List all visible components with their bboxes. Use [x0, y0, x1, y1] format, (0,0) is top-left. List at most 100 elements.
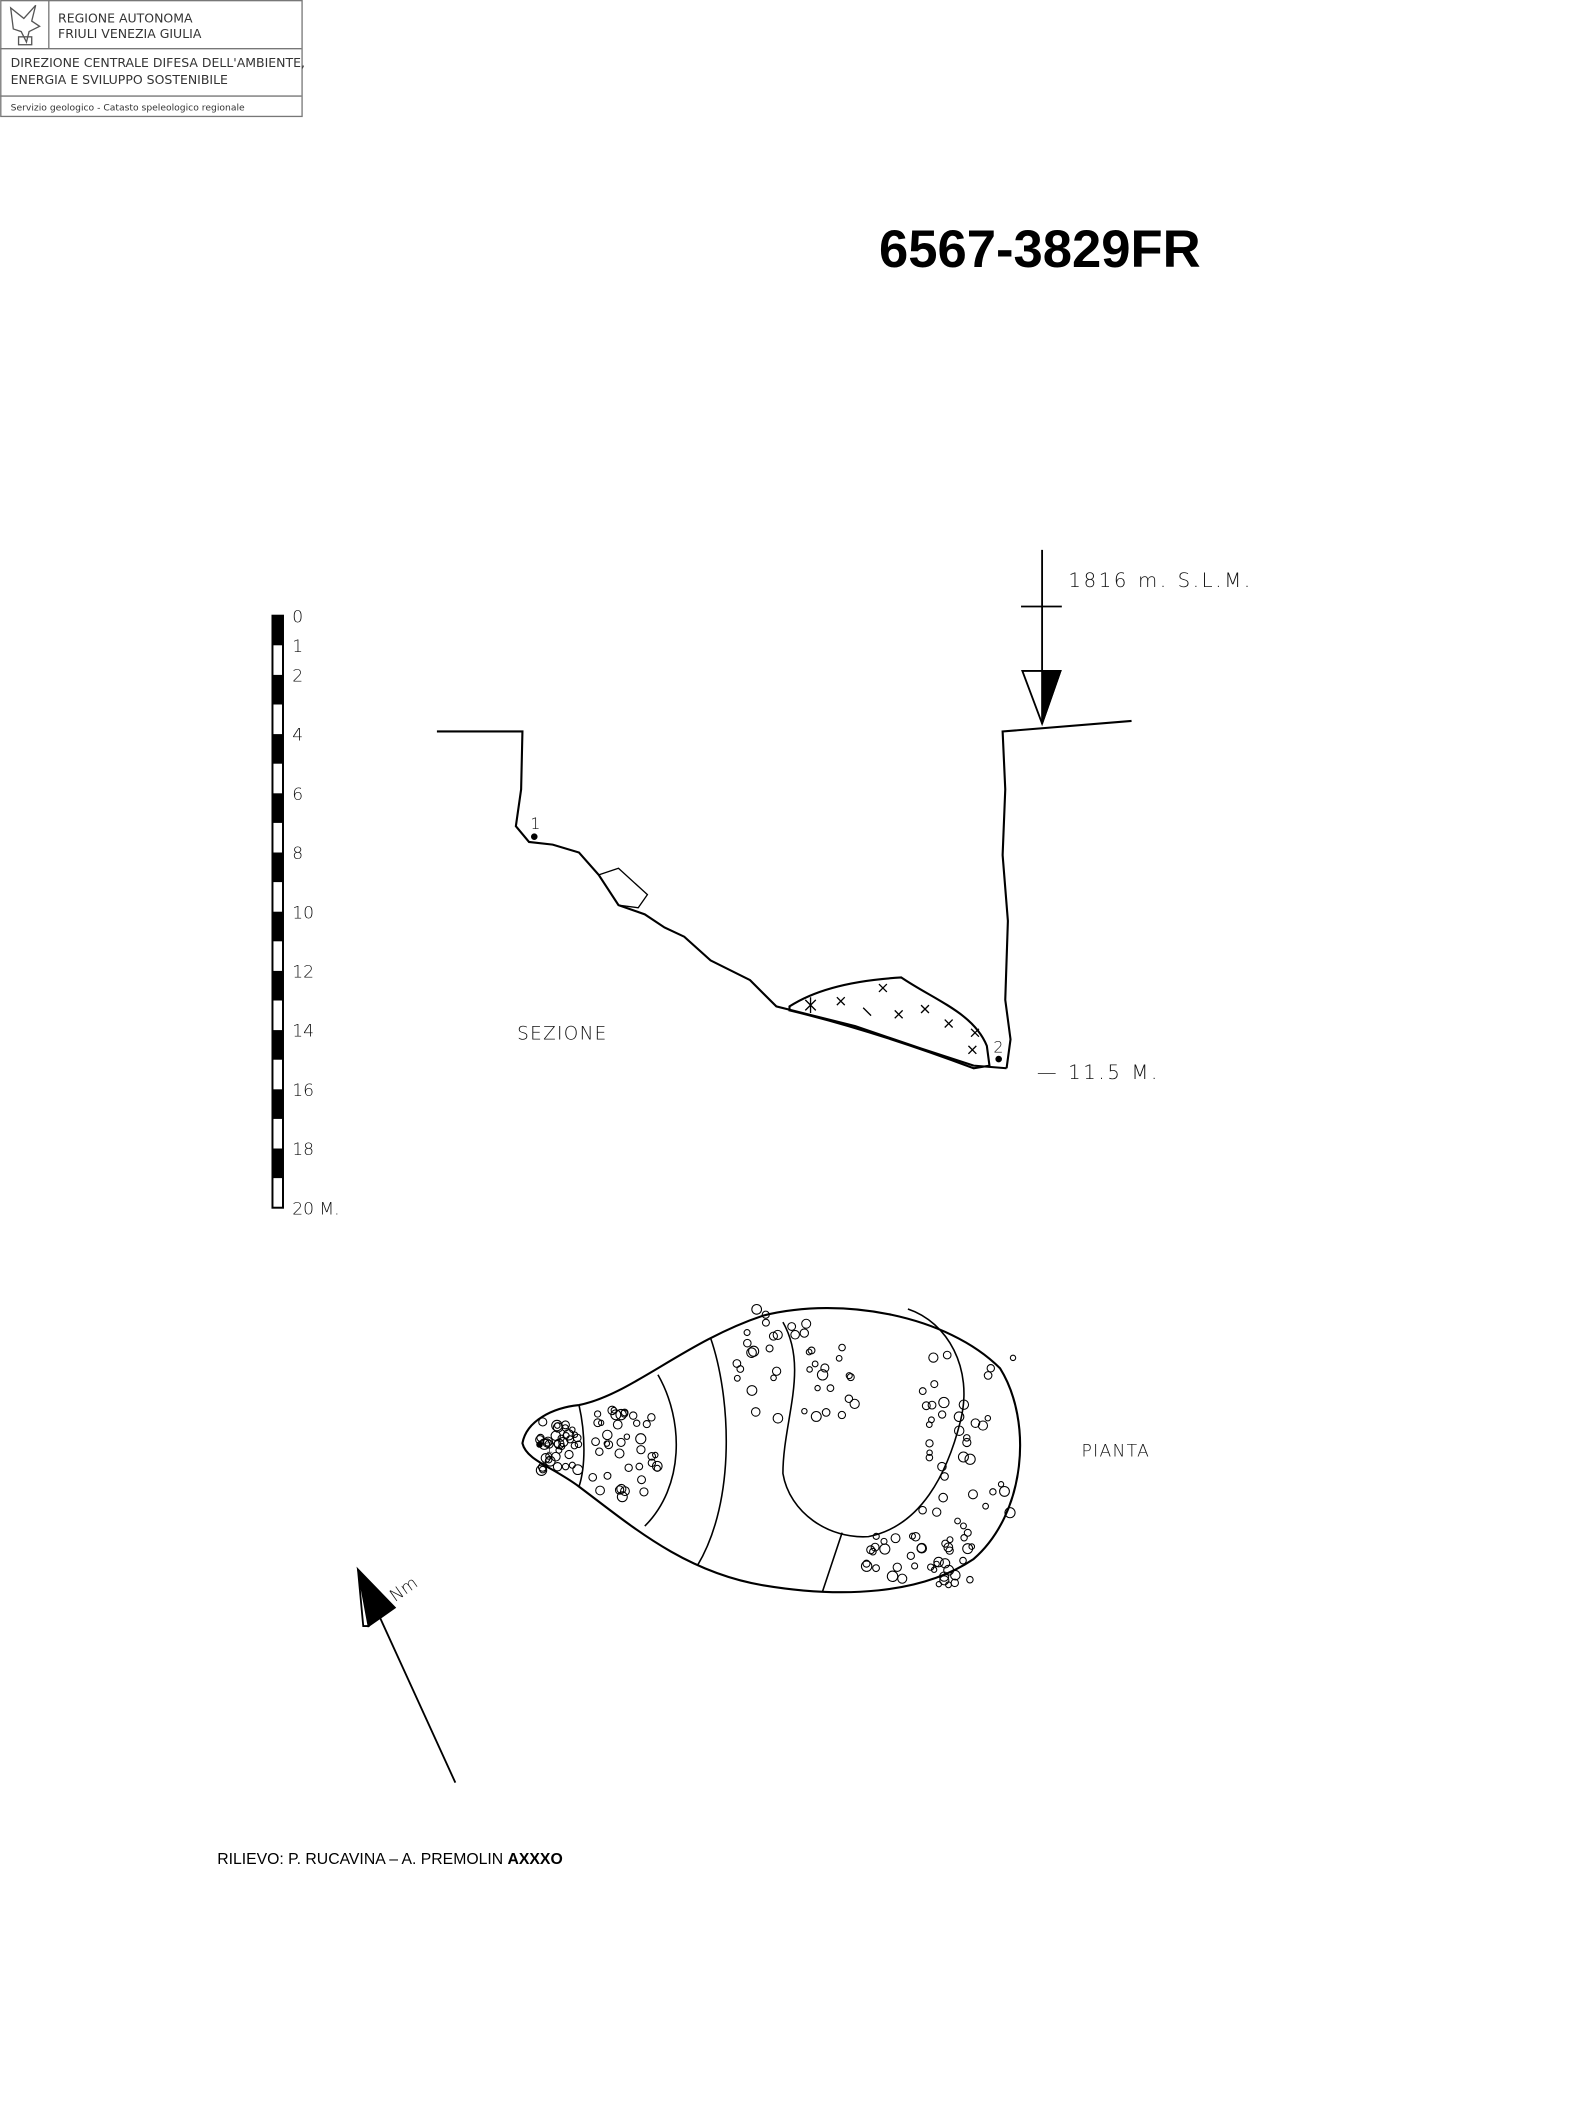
rubble-pebble	[588, 1472, 598, 1482]
rubble-pebble	[787, 1322, 797, 1331]
north-arrow-icon	[356, 1566, 457, 1784]
rubble-pebble	[892, 1562, 902, 1572]
rubble-pebble	[595, 1447, 604, 1456]
rubble-pebble	[537, 1462, 548, 1472]
rubble-pebble	[614, 1485, 625, 1495]
rubble-pebble	[849, 1398, 860, 1410]
rubble-pebble	[637, 1475, 647, 1485]
rubble-pebble	[964, 1453, 976, 1465]
rubble-pebble	[826, 1384, 835, 1393]
rubble-pebble	[999, 1485, 1010, 1497]
rubble-pebble	[544, 1439, 554, 1449]
rubble-pebble	[953, 1425, 965, 1436]
rubble-pebble	[872, 1532, 880, 1540]
rubble-pebble	[925, 1453, 934, 1462]
rubble-pebble	[653, 1464, 661, 1472]
rubble-pebble	[765, 1344, 774, 1353]
rubble-pebble	[918, 1505, 927, 1515]
rubble-pebble	[960, 1522, 967, 1530]
rubble-pebble	[963, 1528, 972, 1537]
rubble-pebble	[816, 1369, 829, 1381]
rubble-pebble	[930, 1380, 939, 1389]
rubble-pebble	[870, 1542, 880, 1552]
rubble-pebble	[635, 1462, 644, 1471]
rubble-pebble	[926, 1449, 933, 1456]
rubble-pebble	[916, 1542, 928, 1554]
rubble-pebble	[574, 1440, 583, 1449]
rubble-pebble	[628, 1411, 638, 1420]
cave-plan	[521, 1303, 1022, 1594]
rubble-pebble	[616, 1437, 626, 1447]
rubble-pebble	[771, 1366, 782, 1376]
rubble-pebble	[553, 1440, 562, 1448]
rubble-pebble	[733, 1374, 741, 1382]
survey-credits: RILIEVO: P. RUCAVINA – A. PREMOLIN AXXXO	[217, 1851, 563, 1868]
rubble-pebble	[603, 1471, 612, 1480]
rubble-pebble	[633, 1419, 641, 1427]
ice-snow-marks	[804, 983, 980, 1055]
rubble-pebble	[610, 1406, 618, 1414]
rubble-pebble	[820, 1363, 830, 1373]
eagle-logo-icon	[9, 4, 41, 46]
rubble-pebble	[844, 1394, 854, 1404]
rubble-pebble	[624, 1463, 633, 1472]
direction-line1: DIREZIONE CENTRALE DIFESA DELL'AMBIENTE,	[11, 55, 305, 70]
scale-segment	[272, 1089, 283, 1119]
rubble-pebble	[535, 1464, 548, 1476]
rubble-pebble	[761, 1310, 770, 1319]
rubble-pebble	[571, 1431, 579, 1438]
cave-id-title: 6567-3829FR	[879, 220, 1201, 279]
rubble-pebble	[761, 1318, 770, 1327]
rubble-pebble	[953, 1411, 965, 1423]
rubble-pebble	[635, 1433, 647, 1445]
rubble-pebble	[595, 1485, 605, 1496]
scale-segment	[272, 793, 283, 823]
section-label: SEZIONE	[517, 1023, 607, 1044]
scale-label: 2	[292, 666, 303, 686]
scale-segment	[272, 1030, 283, 1060]
rubble-pebble	[906, 1551, 915, 1561]
scale-segment	[272, 615, 283, 646]
scale-label: 20 M.	[292, 1199, 339, 1219]
rubble-pebble	[811, 1360, 819, 1368]
rubble-pebble	[960, 1534, 968, 1542]
rubble-pebble	[933, 1556, 944, 1568]
rubble-pebble	[845, 1372, 853, 1380]
region-name-line1: REGIONE AUTONOMA	[58, 10, 193, 25]
rubble-pebble	[860, 1560, 873, 1572]
rubble-pebble	[772, 1329, 783, 1341]
rubble-pebble	[552, 1462, 563, 1472]
rubble-pebble	[942, 1350, 952, 1360]
rubble-pebble	[623, 1433, 631, 1440]
rubble-pebble	[872, 1564, 880, 1573]
rubble-pebble	[966, 1575, 974, 1584]
rubble-pebble	[746, 1385, 758, 1396]
rubble-pebble	[552, 1422, 564, 1433]
rubble-pebble	[933, 1560, 940, 1568]
rubble-pebble	[768, 1331, 778, 1341]
section-profile	[436, 719, 1132, 1070]
rubble-pebble	[925, 1439, 934, 1448]
rubble-pebble	[772, 1413, 784, 1424]
rubble-pebble	[950, 1569, 961, 1581]
scale-segment	[272, 970, 283, 1001]
scale-label: 18	[292, 1140, 314, 1160]
rubble-pebble	[946, 1536, 954, 1544]
plan-point-1: 1	[545, 1440, 554, 1456]
rubble-pebble	[886, 1570, 899, 1583]
rubble-pebble	[647, 1452, 657, 1461]
rubble-pebble	[932, 1507, 942, 1517]
rubble-pebble	[538, 1465, 547, 1474]
rubble-pebble	[958, 1399, 970, 1410]
rubble-pebble	[750, 1407, 761, 1417]
rubble-pebble	[939, 1575, 950, 1586]
rubble-pebble	[1009, 1354, 1017, 1362]
rubble-pebble	[602, 1429, 613, 1441]
rubble-pebble	[940, 1472, 949, 1481]
rubble-pebble	[938, 1492, 948, 1503]
scale-label: 12	[292, 962, 314, 982]
rubble-pebble	[989, 1488, 997, 1496]
rubble-pebble	[616, 1491, 628, 1503]
